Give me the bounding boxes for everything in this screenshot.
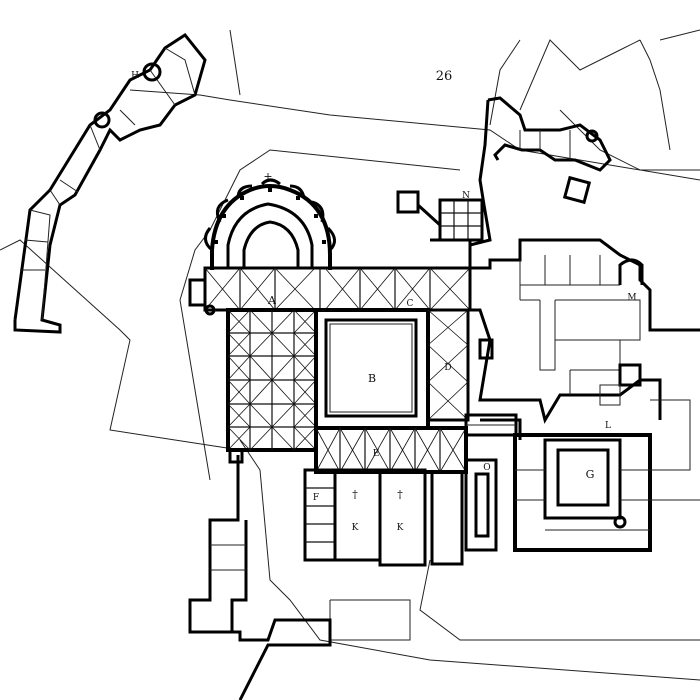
label-g: G	[586, 468, 595, 481]
church-transept: A C	[188, 266, 472, 316]
label-cross-2: †	[352, 488, 358, 501]
south-range-e: E	[314, 426, 468, 474]
east-passage	[464, 413, 518, 437]
church-apse: +	[204, 170, 336, 270]
label-h: H	[131, 71, 139, 81]
site-boundaries	[0, 29, 700, 681]
label-n: N	[462, 191, 470, 201]
church-nave	[226, 308, 318, 464]
label-e: E	[373, 449, 380, 459]
label-o: O	[483, 463, 490, 473]
label-c: C	[407, 299, 414, 309]
label-cross-1: +	[263, 170, 272, 183]
label-k-1: K	[352, 523, 359, 533]
east-range-d: D	[426, 308, 470, 422]
east-complex: M L G	[430, 238, 700, 552]
south-chapels: F † † K K	[303, 468, 464, 567]
label-f: F	[313, 493, 319, 503]
label-cross-3: †	[397, 488, 403, 501]
south-west-wing	[188, 455, 332, 700]
label-m: M	[627, 293, 636, 303]
label-l: L	[605, 421, 611, 431]
cloister-b: B	[314, 308, 430, 430]
label-d: D	[444, 363, 451, 373]
sheet-number: 26	[436, 69, 453, 84]
building-range-h: H	[13, 33, 207, 334]
north-east-range-n: N	[396, 96, 612, 268]
label-k-2: K	[397, 523, 404, 533]
label-b: B	[368, 372, 376, 385]
label-a: A	[267, 294, 277, 307]
passage-o: O	[464, 458, 498, 552]
